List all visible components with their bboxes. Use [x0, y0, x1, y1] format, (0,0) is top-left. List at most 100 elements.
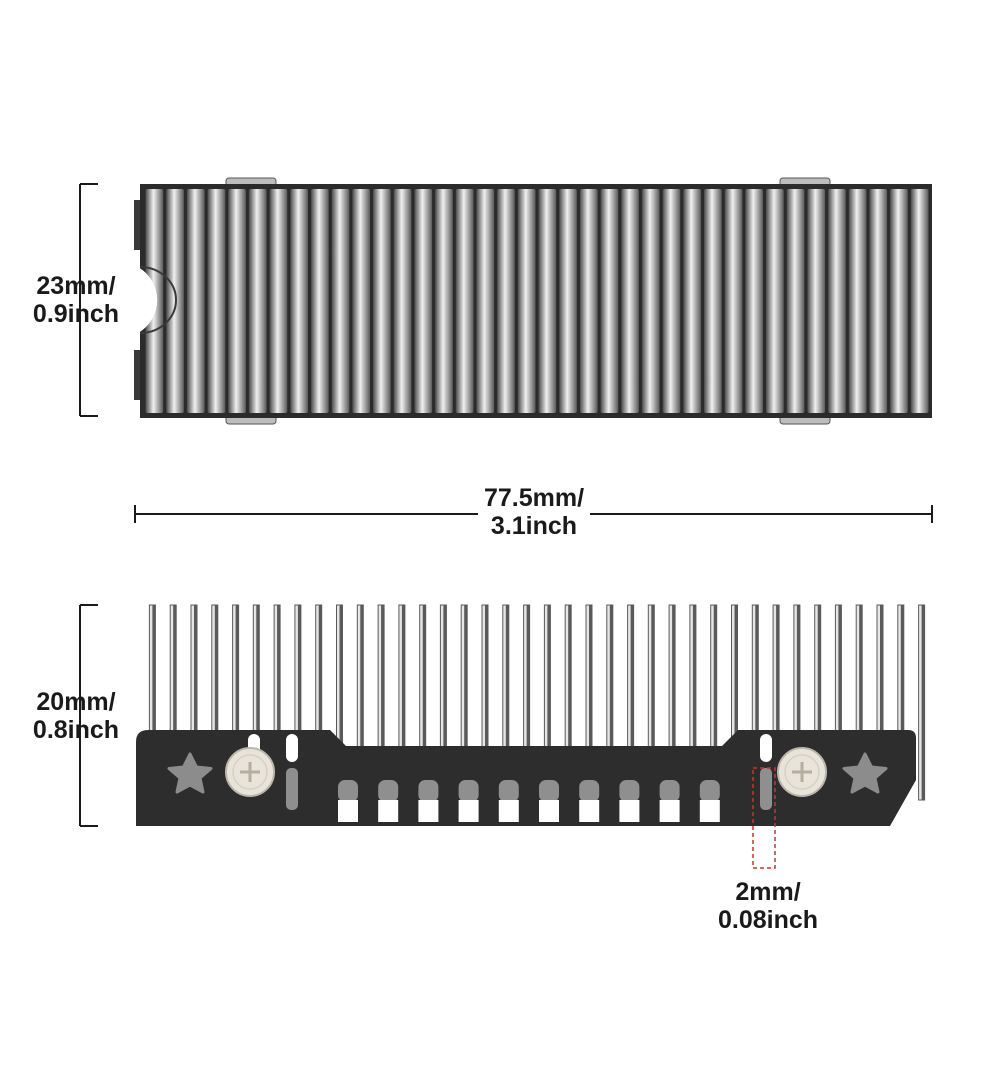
top-fin: [579, 189, 598, 413]
side-fin-shade: [630, 605, 634, 800]
top-fin: [807, 189, 826, 413]
side-fin-shade: [589, 605, 592, 800]
vent-slot-top: [579, 780, 600, 802]
top-fin: [497, 189, 515, 413]
side-fin-shade: [422, 605, 426, 800]
side-view-heatsink: [136, 604, 926, 826]
vent-slot-top: [498, 780, 519, 802]
top-height-dimension: [79, 183, 98, 417]
top-fin: [435, 189, 453, 413]
vent-slots: [338, 780, 720, 822]
slot-width-marker: [752, 767, 776, 869]
vent-slot-opening: [539, 800, 559, 822]
star-icon: [842, 752, 888, 794]
top-fin: [352, 189, 370, 413]
bracket-upper-slot: [760, 734, 772, 762]
side-height-label: 20mm/ 0.8inch: [32, 688, 120, 744]
top-fin: [269, 189, 288, 413]
side-fin-shade: [921, 605, 925, 800]
top-fin: [207, 189, 226, 413]
top-fin: [393, 189, 412, 413]
top-fin: [455, 189, 474, 413]
heatsink-notch-edge: [139, 266, 177, 334]
bracket-window: [760, 768, 772, 810]
top-fin: [373, 189, 391, 413]
top-fin: [869, 189, 888, 413]
vent-slot-opening: [659, 800, 680, 822]
top-fin: [248, 189, 267, 413]
side-lug: [134, 350, 142, 400]
side-fin-shade: [339, 605, 343, 800]
top-fin: [704, 189, 722, 413]
top-fin: [683, 189, 701, 413]
length-label: 77.5mm/ 3.1inch: [483, 484, 585, 540]
top-fin: [766, 189, 784, 413]
side-fin-shade: [485, 605, 488, 800]
top-fin: [745, 189, 763, 413]
top-fin: [311, 189, 329, 413]
top-fin: [538, 189, 557, 413]
bracket-window: [286, 768, 298, 810]
side-fin-shade: [318, 605, 322, 800]
side-fin-shade: [194, 605, 197, 800]
side-height-dimension: [79, 604, 98, 827]
bracket-upper-slot: [286, 734, 298, 762]
top-fin: [786, 189, 805, 413]
side-fin-shade: [235, 605, 239, 800]
top-fin: [662, 189, 681, 413]
side-fin-shade: [838, 605, 842, 800]
side-fin-shade: [173, 605, 177, 800]
star-icon: [167, 752, 213, 794]
vent-slot-opening: [378, 800, 399, 822]
side-fin-shade: [713, 605, 717, 800]
vent-slot-top: [699, 780, 720, 802]
top-fin: [828, 189, 846, 413]
side-fin-shade: [900, 605, 904, 800]
top-fin: [559, 189, 577, 413]
side-fin-shade: [152, 605, 156, 800]
side-fin-shade: [381, 605, 385, 800]
side-fin-shade: [360, 605, 364, 800]
side-fins: [148, 604, 926, 801]
side-fin-shade: [443, 605, 447, 800]
side-fin-shade: [672, 605, 676, 800]
side-fin-shade: [880, 605, 883, 800]
vent-slot-opening: [498, 800, 519, 822]
top-height-label: 23mm/ 0.9inch: [32, 272, 120, 328]
top-fin: [414, 189, 433, 413]
vent-slot-opening: [619, 800, 640, 822]
top-fin: [290, 189, 308, 413]
vent-slot-opening: [418, 800, 439, 822]
side-fin-shade: [464, 605, 468, 800]
vent-slot-top: [539, 780, 559, 802]
top-fins: [145, 189, 929, 413]
vent-slot-opening: [338, 800, 358, 822]
vent-slot-opening: [579, 800, 600, 822]
side-fin-shade: [859, 605, 863, 800]
side-fin-shade: [568, 605, 572, 800]
mounting-bracket: [136, 730, 916, 826]
side-fin-shade: [776, 605, 780, 800]
vent-slot-top: [619, 780, 640, 802]
side-fin-shade: [609, 605, 613, 800]
vent-slot-top: [418, 780, 439, 802]
top-view-heatsink: [134, 177, 932, 425]
top-fin: [848, 189, 867, 413]
vent-slot-opening: [699, 800, 720, 822]
vent-slot-top: [378, 780, 399, 802]
top-fin: [186, 189, 205, 413]
side-fin-shade: [547, 605, 551, 800]
top-fin: [890, 189, 908, 413]
side-lug: [134, 200, 142, 250]
top-fin: [621, 189, 639, 413]
vent-slot-top: [659, 780, 680, 802]
vent-slot-top: [338, 780, 358, 802]
heatsink-notch: [138, 267, 158, 333]
side-fin-shade: [817, 605, 821, 800]
length-dimension: [134, 505, 933, 523]
top-fin: [724, 189, 743, 413]
side-fin-shade: [692, 605, 696, 800]
side-fin-shade: [734, 605, 738, 800]
top-fin: [331, 189, 350, 413]
